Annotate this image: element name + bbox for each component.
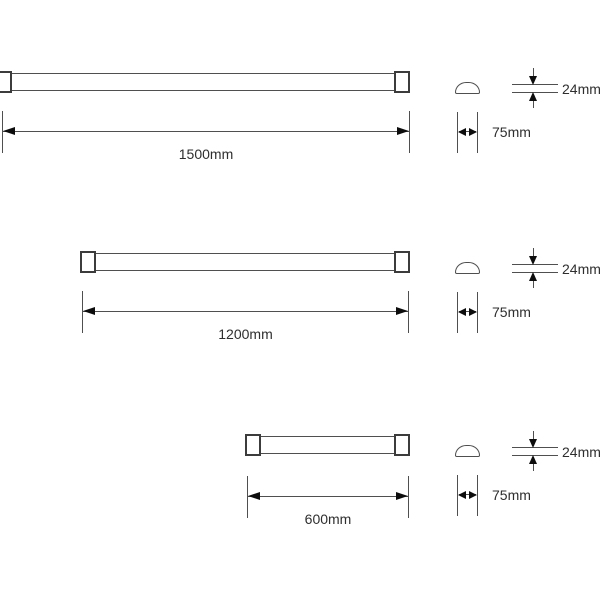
height-arrow-stem-bottom (533, 98, 534, 108)
batten-body (94, 253, 396, 271)
length-dimension: 600mm (247, 476, 409, 536)
width-ref-line-right (477, 475, 478, 516)
batten-side-view (80, 251, 410, 273)
width-label: 75mm (492, 304, 531, 320)
arrowhead-right-icon (469, 490, 477, 499)
length-label: 1200mm (218, 326, 273, 342)
arrowhead-left-icon (83, 307, 95, 315)
profile-dome (455, 445, 480, 457)
arrowhead-down-icon (529, 439, 537, 448)
width-ref-line-left (457, 475, 458, 516)
arrowhead-left-icon (248, 492, 260, 500)
height-arrow-stem-bottom (533, 461, 534, 471)
arrowhead-left-icon (458, 490, 466, 499)
width-dimension-line (459, 131, 476, 132)
height-label: 24mm (562, 261, 600, 277)
extension-line-left (247, 476, 248, 518)
extension-line-left (2, 111, 3, 153)
arrowhead-left-icon (3, 127, 15, 135)
length-label: 1500mm (178, 146, 234, 162)
batten-body (10, 73, 396, 91)
profile-dome (455, 82, 480, 94)
width-label: 75mm (492, 124, 531, 140)
arrowhead-up-icon (529, 455, 537, 464)
end-cap-right (394, 251, 410, 273)
arrowhead-right-icon (396, 492, 408, 500)
dimension-line (3, 131, 409, 132)
width-ref-line-right (477, 292, 478, 333)
arrowhead-right-icon (469, 307, 477, 316)
end-cap-left (0, 71, 12, 93)
width-ref-line-left (457, 112, 458, 153)
height-arrow-stem-top (533, 68, 534, 79)
arrowhead-down-icon (529, 76, 537, 85)
length-dimension: 1200mm (82, 291, 409, 351)
extension-line-left (82, 291, 83, 333)
width-ref-line-left (457, 292, 458, 333)
height-label: 24mm (562, 81, 600, 97)
end-cap-right (394, 434, 410, 456)
width-dimension-line (459, 494, 476, 495)
batten-side-view (245, 434, 410, 456)
arrowhead-left-icon (458, 127, 466, 136)
end-cap-left (80, 251, 96, 273)
arrowhead-up-icon (529, 272, 537, 281)
width-dimension-line (459, 311, 476, 312)
width-label: 75mm (492, 487, 531, 503)
arrowhead-up-icon (529, 92, 537, 101)
batten-body (259, 436, 396, 454)
profile-dome (455, 262, 480, 274)
arrowhead-down-icon (529, 256, 537, 265)
end-cap-left (245, 434, 261, 456)
arrowhead-left-icon (458, 307, 466, 316)
batten-side-view (0, 71, 410, 93)
extension-line-right (408, 476, 409, 518)
length-label: 600mm (304, 511, 352, 527)
dimension-line (248, 496, 408, 497)
height-arrow-stem-bottom (533, 278, 534, 288)
height-label: 24mm (562, 444, 600, 460)
arrowhead-right-icon (396, 307, 408, 315)
cross-section: 24mm 75mm (440, 68, 600, 172)
length-dimension: 1500mm (2, 111, 410, 171)
cross-section: 24mm 75mm (440, 248, 600, 352)
arrowhead-right-icon (469, 127, 477, 136)
arrowhead-right-icon (397, 127, 409, 135)
extension-line-right (409, 111, 410, 153)
width-ref-line-right (477, 112, 478, 153)
height-arrow-stem-top (533, 248, 534, 259)
height-arrow-stem-top (533, 431, 534, 442)
end-cap-right (394, 71, 410, 93)
extension-line-right (408, 291, 409, 333)
dimension-line (83, 311, 408, 312)
cross-section: 24mm 75mm (440, 431, 600, 535)
